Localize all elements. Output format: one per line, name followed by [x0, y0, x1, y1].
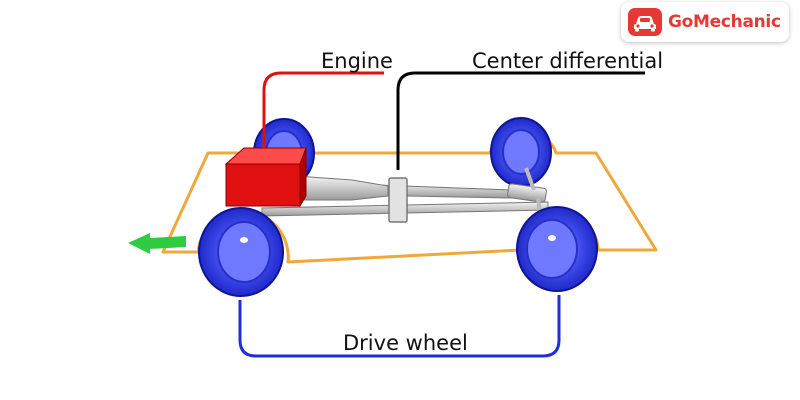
center-differential-label: Center differential	[472, 49, 664, 73]
front-right-wheel	[516, 206, 598, 292]
rear-right-wheel	[490, 117, 552, 187]
arrow-left-icon	[128, 233, 186, 254]
differential-leader-line	[396, 71, 645, 170]
brand-logo: GoMechanic	[621, 2, 789, 42]
engine-leader-line	[262, 71, 384, 148]
drive-wheel-label: Drive wheel	[343, 331, 468, 355]
drive-wheel-leader-line	[238, 295, 561, 358]
center-differential	[388, 177, 408, 223]
engine-block	[224, 147, 307, 208]
car-icon	[628, 8, 662, 36]
engine-label: Engine	[321, 49, 393, 73]
front-left-wheel	[198, 207, 284, 297]
brand-name: GoMechanic	[668, 12, 781, 32]
